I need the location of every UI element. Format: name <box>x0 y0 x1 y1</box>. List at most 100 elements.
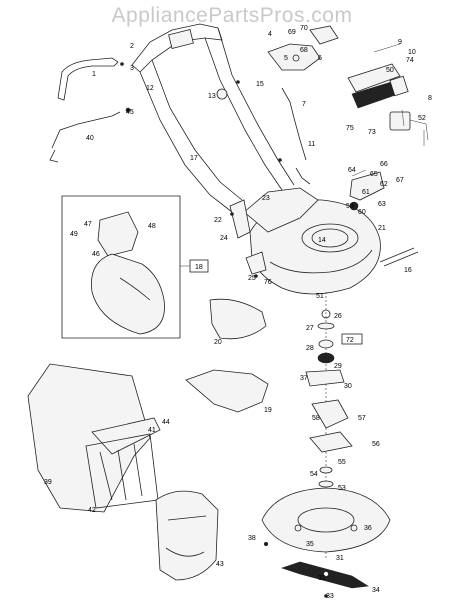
part-label-2: 2 <box>130 43 134 50</box>
part-label-8: 8 <box>428 95 432 102</box>
part-label-53: 53 <box>338 485 346 492</box>
part-label-1: 1 <box>92 71 96 78</box>
rear-bracket <box>229 199 267 275</box>
part-label-14: 14 <box>318 237 326 244</box>
part-label-42: 42 <box>88 507 96 514</box>
part-label-68: 68 <box>300 47 308 54</box>
part-label-27: 27 <box>306 325 314 332</box>
part-label-40: 40 <box>86 135 94 142</box>
charger <box>389 111 429 141</box>
wheel-bracket <box>349 171 385 211</box>
part-label-76: 76 <box>264 279 272 286</box>
part-label-9: 9 <box>398 39 402 46</box>
part-label-65: 65 <box>370 171 378 178</box>
part-label-58: 58 <box>312 415 320 422</box>
part-label-38: 38 <box>248 535 256 542</box>
fasteners <box>120 43 425 598</box>
part-label-22: 22 <box>214 217 222 224</box>
part-label-57: 57 <box>358 415 366 422</box>
catcher-top <box>155 490 219 581</box>
part-label-46: 46 <box>92 251 100 258</box>
mower-blade <box>281 561 369 589</box>
part-label-55: 55 <box>338 459 346 466</box>
adjust-rod <box>379 247 419 267</box>
bail-handle <box>57 57 119 101</box>
part-label-41: 41 <box>148 427 156 434</box>
part-label-25: 25 <box>248 275 256 282</box>
part-label-37: 37 <box>300 375 308 382</box>
knob <box>216 88 228 100</box>
part-label-17: 17 <box>190 155 198 162</box>
part-label-7: 7 <box>302 101 306 108</box>
part-label-30: 30 <box>344 383 352 390</box>
part-label-66: 66 <box>380 161 388 168</box>
upper-handle <box>131 23 295 213</box>
discharge-chute <box>209 298 267 340</box>
part-label-15: 15 <box>256 81 264 88</box>
part-label-6: 6 <box>318 55 322 62</box>
part-label-29: 29 <box>334 363 342 370</box>
part-label-35: 35 <box>306 541 314 548</box>
part-label-45: 45 <box>126 109 134 116</box>
bottom-deck <box>261 487 391 553</box>
inset-box <box>61 195 209 339</box>
part-label-12: 12 <box>146 85 154 92</box>
part-label-3: 3 <box>130 65 134 72</box>
part-label-67: 67 <box>396 177 404 184</box>
part-label-11: 11 <box>308 141 315 148</box>
part-label-48: 48 <box>148 223 156 230</box>
part-label-64: 64 <box>348 167 356 174</box>
mower-deck <box>243 187 381 295</box>
part-label-60: 60 <box>358 209 366 216</box>
part-label-70: 70 <box>300 25 308 32</box>
subassembly-box <box>341 333 363 345</box>
boxed-label: 72 <box>346 337 354 344</box>
part-label-56: 56 <box>372 441 380 448</box>
part-label-33: 33 <box>326 593 334 600</box>
part-label-20: 20 <box>214 339 222 346</box>
starter-cable <box>281 87 311 185</box>
part-label-73: 73 <box>368 129 376 136</box>
part-label-63: 63 <box>378 201 386 208</box>
part-label-24: 24 <box>220 235 228 242</box>
part-label-13: 13 <box>208 93 216 100</box>
grass-catcher <box>27 363 161 513</box>
part-label-31: 31 <box>336 555 344 562</box>
part-label-43: 43 <box>216 561 224 568</box>
part-label-21: 21 <box>378 225 386 232</box>
part-label-75: 75 <box>346 125 354 132</box>
part-label-19: 19 <box>264 407 272 414</box>
part-label-74: 74 <box>406 57 414 64</box>
part-label-4: 4 <box>268 31 272 38</box>
part-label-52: 52 <box>418 115 426 122</box>
part-label-59: 59 <box>346 203 354 210</box>
part-label-34: 34 <box>372 587 380 594</box>
part-label-39: 39 <box>44 479 52 486</box>
part-label-61: 61 <box>362 189 370 196</box>
part-label-23: 23 <box>262 195 270 202</box>
part-label-5: 5 <box>284 55 288 62</box>
part-label-47: 47 <box>84 221 92 228</box>
part-label-26: 26 <box>334 313 342 320</box>
part-label-10: 10 <box>408 49 416 56</box>
side-chute <box>185 369 269 413</box>
part-label-50: 50 <box>386 67 394 74</box>
part-label-16: 16 <box>404 267 412 274</box>
control-cable <box>49 111 121 163</box>
watermark: AppliancePartsPros.com <box>112 4 353 27</box>
drive-stack <box>305 292 353 560</box>
part-label-32: 32 <box>318 575 326 582</box>
part-label-51: 51 <box>316 293 324 300</box>
part-label-28: 28 <box>306 345 314 352</box>
part-label-49: 49 <box>70 231 78 238</box>
part-label-62: 62 <box>380 181 388 188</box>
inset-label: 18 <box>195 264 203 271</box>
part-label-69: 69 <box>288 29 296 36</box>
part-label-54: 54 <box>310 471 318 478</box>
part-label-36: 36 <box>364 525 372 532</box>
part-label-44: 44 <box>162 419 170 426</box>
handle-bracket <box>267 25 339 71</box>
battery <box>347 63 409 109</box>
